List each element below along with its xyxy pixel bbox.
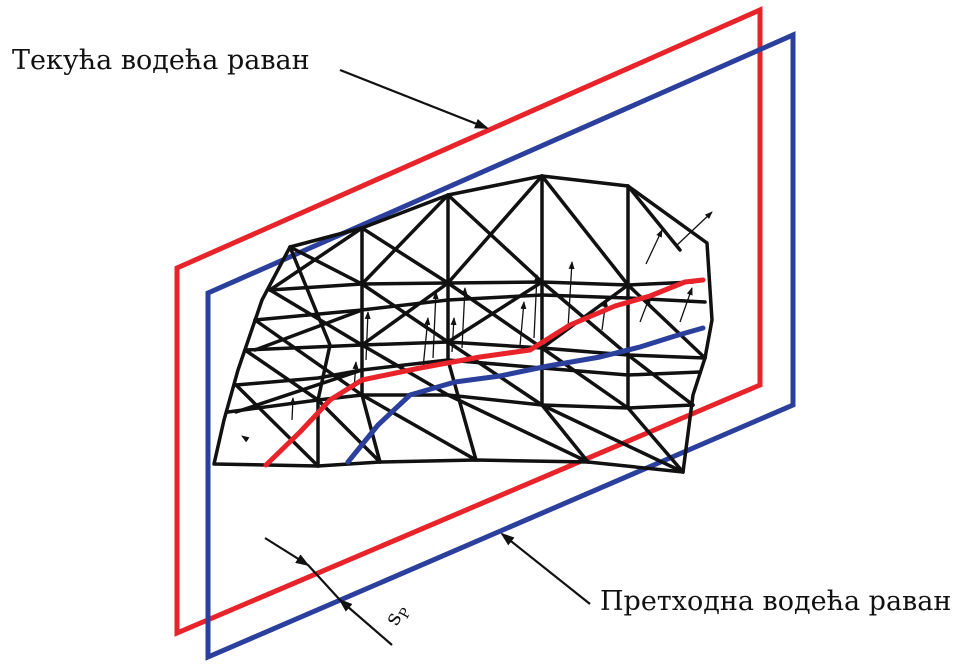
mesh-diagonal (268, 226, 364, 292)
mesh-column (288, 245, 332, 468)
previous-plane-label: Претходна водећа раван (600, 586, 952, 617)
mesh-row (243, 340, 707, 360)
mesh-diagonal (243, 348, 382, 464)
previous-plane-intersection-curve (345, 325, 706, 465)
previous-plane-leader (500, 532, 591, 605)
spacing-dimension (264, 537, 393, 646)
mesh-diagonal (234, 368, 364, 414)
mesh-diagonal (360, 226, 630, 410)
current-plane-leader (339, 68, 489, 130)
label-leaders (339, 68, 591, 605)
mesh-diagonal (253, 308, 364, 352)
mesh-diagonal (253, 318, 478, 462)
mesh-diagonal (446, 174, 544, 285)
mesh-diagonal (234, 383, 320, 468)
current-plane-label: Текућа водећа раван (12, 45, 310, 76)
previous-guide-plane (205, 31, 796, 661)
current-plane-intersection-curve (263, 277, 706, 468)
mesh-diagonal (446, 280, 544, 344)
mesh-diagonal (626, 184, 682, 252)
mesh-diagonal (360, 193, 450, 286)
mesh-column (446, 193, 478, 462)
mesh-row (268, 280, 695, 292)
current-guide-plane (174, 6, 763, 637)
